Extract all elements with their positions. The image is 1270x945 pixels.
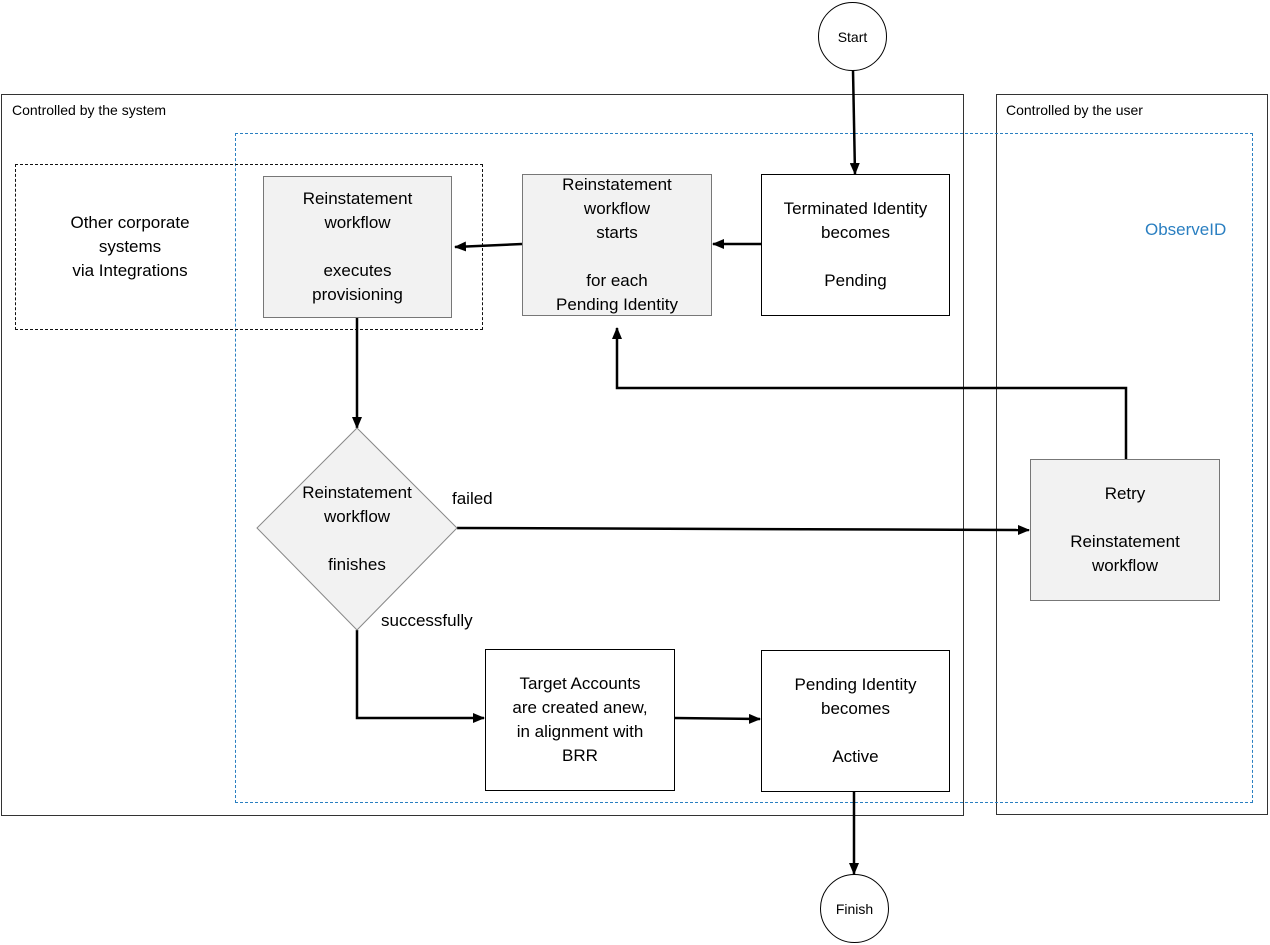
retry-text: Retry Reinstatement workflow [1070, 484, 1180, 575]
other-systems-text: Other corporate systems via Integrations [70, 213, 190, 280]
edge-starts-executes [454, 241, 523, 252]
terminated-identity-text: Terminated Identity becomes Pending [783, 199, 928, 290]
edge-label-failed: failed [452, 489, 493, 508]
terminated-identity-box: Terminated Identity becomes Pending [761, 174, 950, 316]
observeid-boundary [235, 133, 1253, 803]
edge-label-successfully: successfully [381, 611, 473, 630]
user-region [996, 94, 1268, 815]
target-accounts-text: Target Accounts are created anew, in ali… [512, 674, 648, 765]
observeid-label: ObserveID [1145, 220, 1227, 239]
pending-active-text: Pending Identity becomes Active [794, 675, 917, 766]
decision-text: Reinstatement workflow finishes [302, 483, 412, 574]
target-accounts-box: Target Accounts are created anew, in ali… [485, 649, 675, 791]
start-node: Start [818, 2, 887, 71]
edge-decision-retry [456, 524, 1030, 535]
workflow-executes-text: Reinstatement workflow executes provisio… [302, 189, 413, 304]
edge-target-active [673, 713, 761, 724]
workflow-starts-text: Reinstatement workflow starts for each P… [556, 175, 678, 314]
retry-box: Retry Reinstatement workflow [1030, 459, 1220, 601]
user-region-label: Controlled by the user [1006, 102, 1143, 118]
edge-decision-target [355, 630, 485, 723]
workflow-executes-box: Reinstatement workflow executes provisio… [263, 176, 452, 318]
decision-diamond [256, 427, 458, 631]
pending-active-box: Pending Identity becomes Active [761, 650, 950, 792]
finish-node: Finish [820, 874, 889, 943]
system-region-label: Controlled by the system [12, 102, 167, 118]
edge-retry-starts [612, 327, 1128, 459]
workflow-starts-box: Reinstatement workflow starts for each P… [522, 174, 712, 316]
system-region [1, 94, 964, 816]
edge-start-terminated [849, 69, 860, 175]
